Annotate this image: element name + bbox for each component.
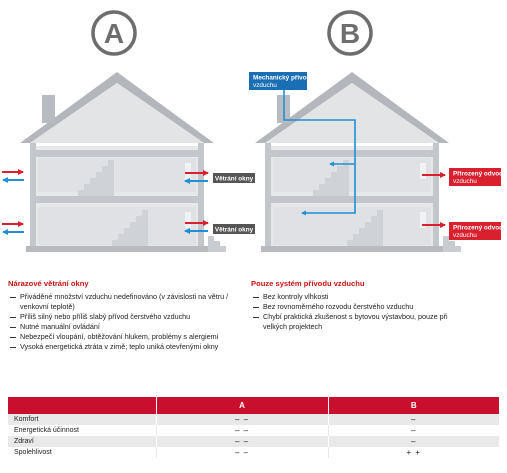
supply-duct-line — [283, 92, 356, 216]
row-value-b: – — [327, 436, 499, 447]
house-b-slab-mid — [265, 196, 439, 203]
house-a-roof — [20, 72, 214, 143]
row-label: Spolehlivost — [14, 449, 52, 456]
label-natural-exhaust-top-line2: vzduchu — [453, 178, 477, 185]
row-label: Komfort — [8, 414, 156, 425]
label-mechanical-supply: Mechanický přívod vzduchu — [249, 72, 311, 90]
row-label: Zdraví — [8, 436, 156, 447]
column-b-item: Bez kontroly vlhkosti — [251, 292, 491, 302]
badge-b: B — [327, 10, 373, 56]
column-a-item: Nebezpečí vloupání, obtěžování hlukem, p… — [8, 332, 248, 342]
column-a-item: venkovní teplotě) — [20, 302, 75, 311]
column-a-item: Nutné manuální ovládání — [8, 322, 248, 332]
house-b-window-upper — [420, 163, 426, 179]
column-b: Pouze systém přívodu vzduchu Bez kontrol… — [251, 279, 491, 332]
column-b-item: Bez rovnoměrného rozvodu čerstvého vzduc… — [251, 302, 491, 312]
house-a-base — [26, 246, 208, 252]
house-a-outdoor-steps — [208, 236, 226, 252]
house-b-gable — [265, 83, 439, 143]
house-a-slab-top — [30, 150, 204, 157]
header-criteria — [8, 397, 156, 414]
house-a-airflow-arrows — [2, 169, 209, 235]
header-b: B — [327, 397, 499, 414]
badge-a-letter: A — [104, 18, 124, 49]
column-a-item: Příliš silný nebo příliš slabý přívod če… — [8, 312, 248, 322]
column-b-list: Bez kontroly vlhkosti Bez rovnoměrného r… — [251, 292, 491, 332]
column-a-item: Přiváděné množství vzduchu nedefinováno … — [8, 292, 248, 302]
label-window-ventilation-top: Větrání okny — [213, 173, 255, 183]
label-natural-exhaust-bottom-line2: vzduchu — [453, 232, 477, 239]
badge-b-letter: B — [340, 18, 360, 49]
house-b-slab-top — [265, 150, 439, 157]
column-a: Nárazové větrání okny Přiváděné množství… — [8, 279, 248, 352]
column-b-title: Pouze systém přívodu vzduchu — [251, 279, 365, 288]
table-row: Energetická účinnost – – – — [8, 425, 499, 436]
column-a-list: Přiváděné množství vzduchu nedefinováno … — [8, 292, 248, 352]
house-b-window-lower — [420, 212, 426, 228]
row-value-a: – – — [155, 425, 328, 436]
house-a-window-upper — [185, 163, 191, 179]
house-b-exhaust-arrows — [422, 172, 446, 228]
label-mechanical-supply-line1: Mechanický přívod — [253, 75, 311, 82]
house-a-gable — [30, 83, 204, 143]
house-a-stairs-lower — [112, 210, 148, 246]
house-a-stairs-upper — [78, 160, 114, 196]
column-a-item: Vysoká energetická ztráta v zimě; teplo … — [8, 342, 248, 352]
label-mechanical-supply-line2: vzduchu — [253, 82, 277, 89]
table-row: Zdraví – – – — [8, 436, 499, 447]
label-window-ventilation-bottom-text: Větrání okny — [215, 227, 254, 234]
house-a-slab-mid — [30, 196, 204, 203]
row-value-a: – – — [155, 447, 328, 458]
row-value-a: – – — [155, 436, 328, 447]
row-value-b: – — [327, 414, 499, 425]
house-b-roof — [255, 72, 449, 143]
house-b-stairs-lower — [347, 210, 383, 246]
header-a: A — [155, 397, 328, 414]
label-window-ventilation-bottom: Větrání okny — [213, 224, 255, 234]
table-row: Spolehlivost – – + + — [8, 447, 499, 458]
column-a-title: Nárazové větrání okny — [8, 279, 89, 288]
house-a-window-lower — [185, 212, 191, 228]
label-natural-exhaust-top-line1: Přirozený odvod — [453, 171, 503, 178]
label-natural-exhaust-top: Přirozený odvod vzduchu — [449, 168, 503, 186]
house-a — [20, 72, 226, 252]
table-row: Komfort – – – — [8, 414, 499, 425]
house-b-stairs-upper — [313, 160, 349, 196]
row-label: Energetická účinnost — [14, 427, 79, 434]
badge-a: A — [91, 10, 137, 56]
row-value-b: – — [327, 425, 499, 436]
house-b-outdoor-steps — [443, 236, 461, 252]
comparison-table-header: A B — [8, 397, 499, 414]
house-a-chimney — [42, 95, 55, 123]
column-b-item: velkých projektech — [263, 322, 323, 331]
comparison-table: A B Komfort – – – Energetická účinnost –… — [8, 397, 499, 458]
label-natural-exhaust-bottom: Přirozený odvod vzduchu — [449, 222, 503, 240]
label-natural-exhaust-bottom-line1: Přirozený odvod — [453, 225, 503, 232]
column-b-item: Chybí praktická zkušenost s bytovou výst… — [251, 312, 491, 322]
row-value-a: – – — [155, 414, 328, 425]
row-value-b: + + — [327, 447, 499, 458]
label-window-ventilation-top-text: Větrání okny — [215, 176, 254, 183]
house-b-base — [261, 246, 443, 252]
